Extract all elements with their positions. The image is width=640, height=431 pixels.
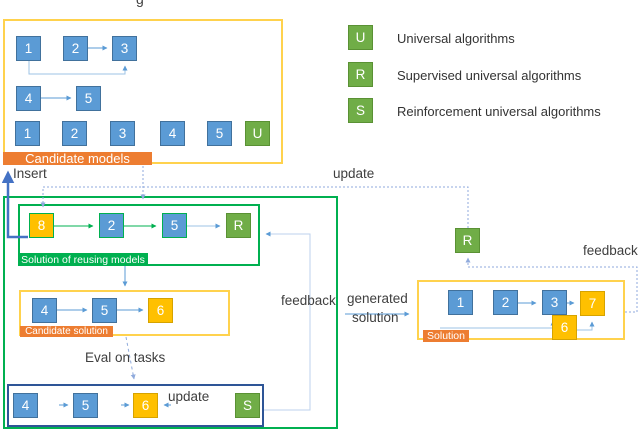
eval-node: 6 xyxy=(133,393,158,418)
solution-node: 5 xyxy=(92,298,117,323)
model-node: 5 xyxy=(76,86,101,111)
legend-u-label: Universal algorithms xyxy=(397,31,515,46)
legend-u-icon: U xyxy=(348,25,373,50)
legend-r-icon: R xyxy=(348,62,373,87)
solution-node: 2 xyxy=(493,290,518,315)
eval-update-box xyxy=(7,384,264,427)
model-node: 5 xyxy=(207,121,232,146)
reuse-solution-label: Solution of reusing models xyxy=(18,253,148,266)
candidate-models-label: Candidate models xyxy=(3,151,152,166)
model-node: 1 xyxy=(15,121,40,146)
reused-model-node: 2 xyxy=(99,213,124,238)
legend-r-label: Supervised universal algorithms xyxy=(397,68,582,83)
model-node: 1 xyxy=(16,36,41,61)
supervised-algorithm-node: R xyxy=(455,228,480,253)
candidate-models-box xyxy=(3,19,283,164)
model-node: 2 xyxy=(62,121,87,146)
model-node: 4 xyxy=(160,121,185,146)
reused-model-node: 5 xyxy=(162,213,187,238)
universal-algorithm-node: U xyxy=(245,121,270,146)
insert-label: Insert xyxy=(13,166,47,181)
solution-node: 7 xyxy=(580,291,605,316)
solution-node: 6 xyxy=(148,298,173,323)
eval-node: 5 xyxy=(73,393,98,418)
candidate-solution-box xyxy=(19,290,230,336)
candidate-solution-label: Candidate solution xyxy=(20,326,113,337)
feedback-outer-label: feedback xyxy=(583,243,638,258)
solution-node: 4 xyxy=(32,298,57,323)
legend-s-icon: S xyxy=(348,98,373,123)
eval-node: 4 xyxy=(13,393,38,418)
model-node: 3 xyxy=(110,121,135,146)
reused-model-node: 8 xyxy=(29,213,54,238)
model-node: 3 xyxy=(112,36,137,61)
generated-solution-label-line2: solution xyxy=(352,310,399,325)
cropped-title-fragment: g xyxy=(136,0,144,7)
eval-on-tasks-label: Eval on tasks xyxy=(85,350,166,365)
supervised-algorithm-node: R xyxy=(226,213,251,238)
model-node: 4 xyxy=(16,86,41,111)
update-bottom-label: update xyxy=(168,389,210,404)
solution-label: Solution xyxy=(423,330,469,342)
model-node: 2 xyxy=(63,36,88,61)
update-label: update xyxy=(333,166,375,181)
reinforcement-algorithm-node: S xyxy=(235,393,260,418)
solution-node: 1 xyxy=(448,290,473,315)
legend-s-label: Reinforcement universal algorithms xyxy=(397,104,601,119)
solution-node: 6 xyxy=(552,315,577,340)
feedback-inner-label: feedback xyxy=(281,293,336,308)
generated-solution-label-line1: generated xyxy=(347,291,408,306)
solution-node: 3 xyxy=(542,290,567,315)
